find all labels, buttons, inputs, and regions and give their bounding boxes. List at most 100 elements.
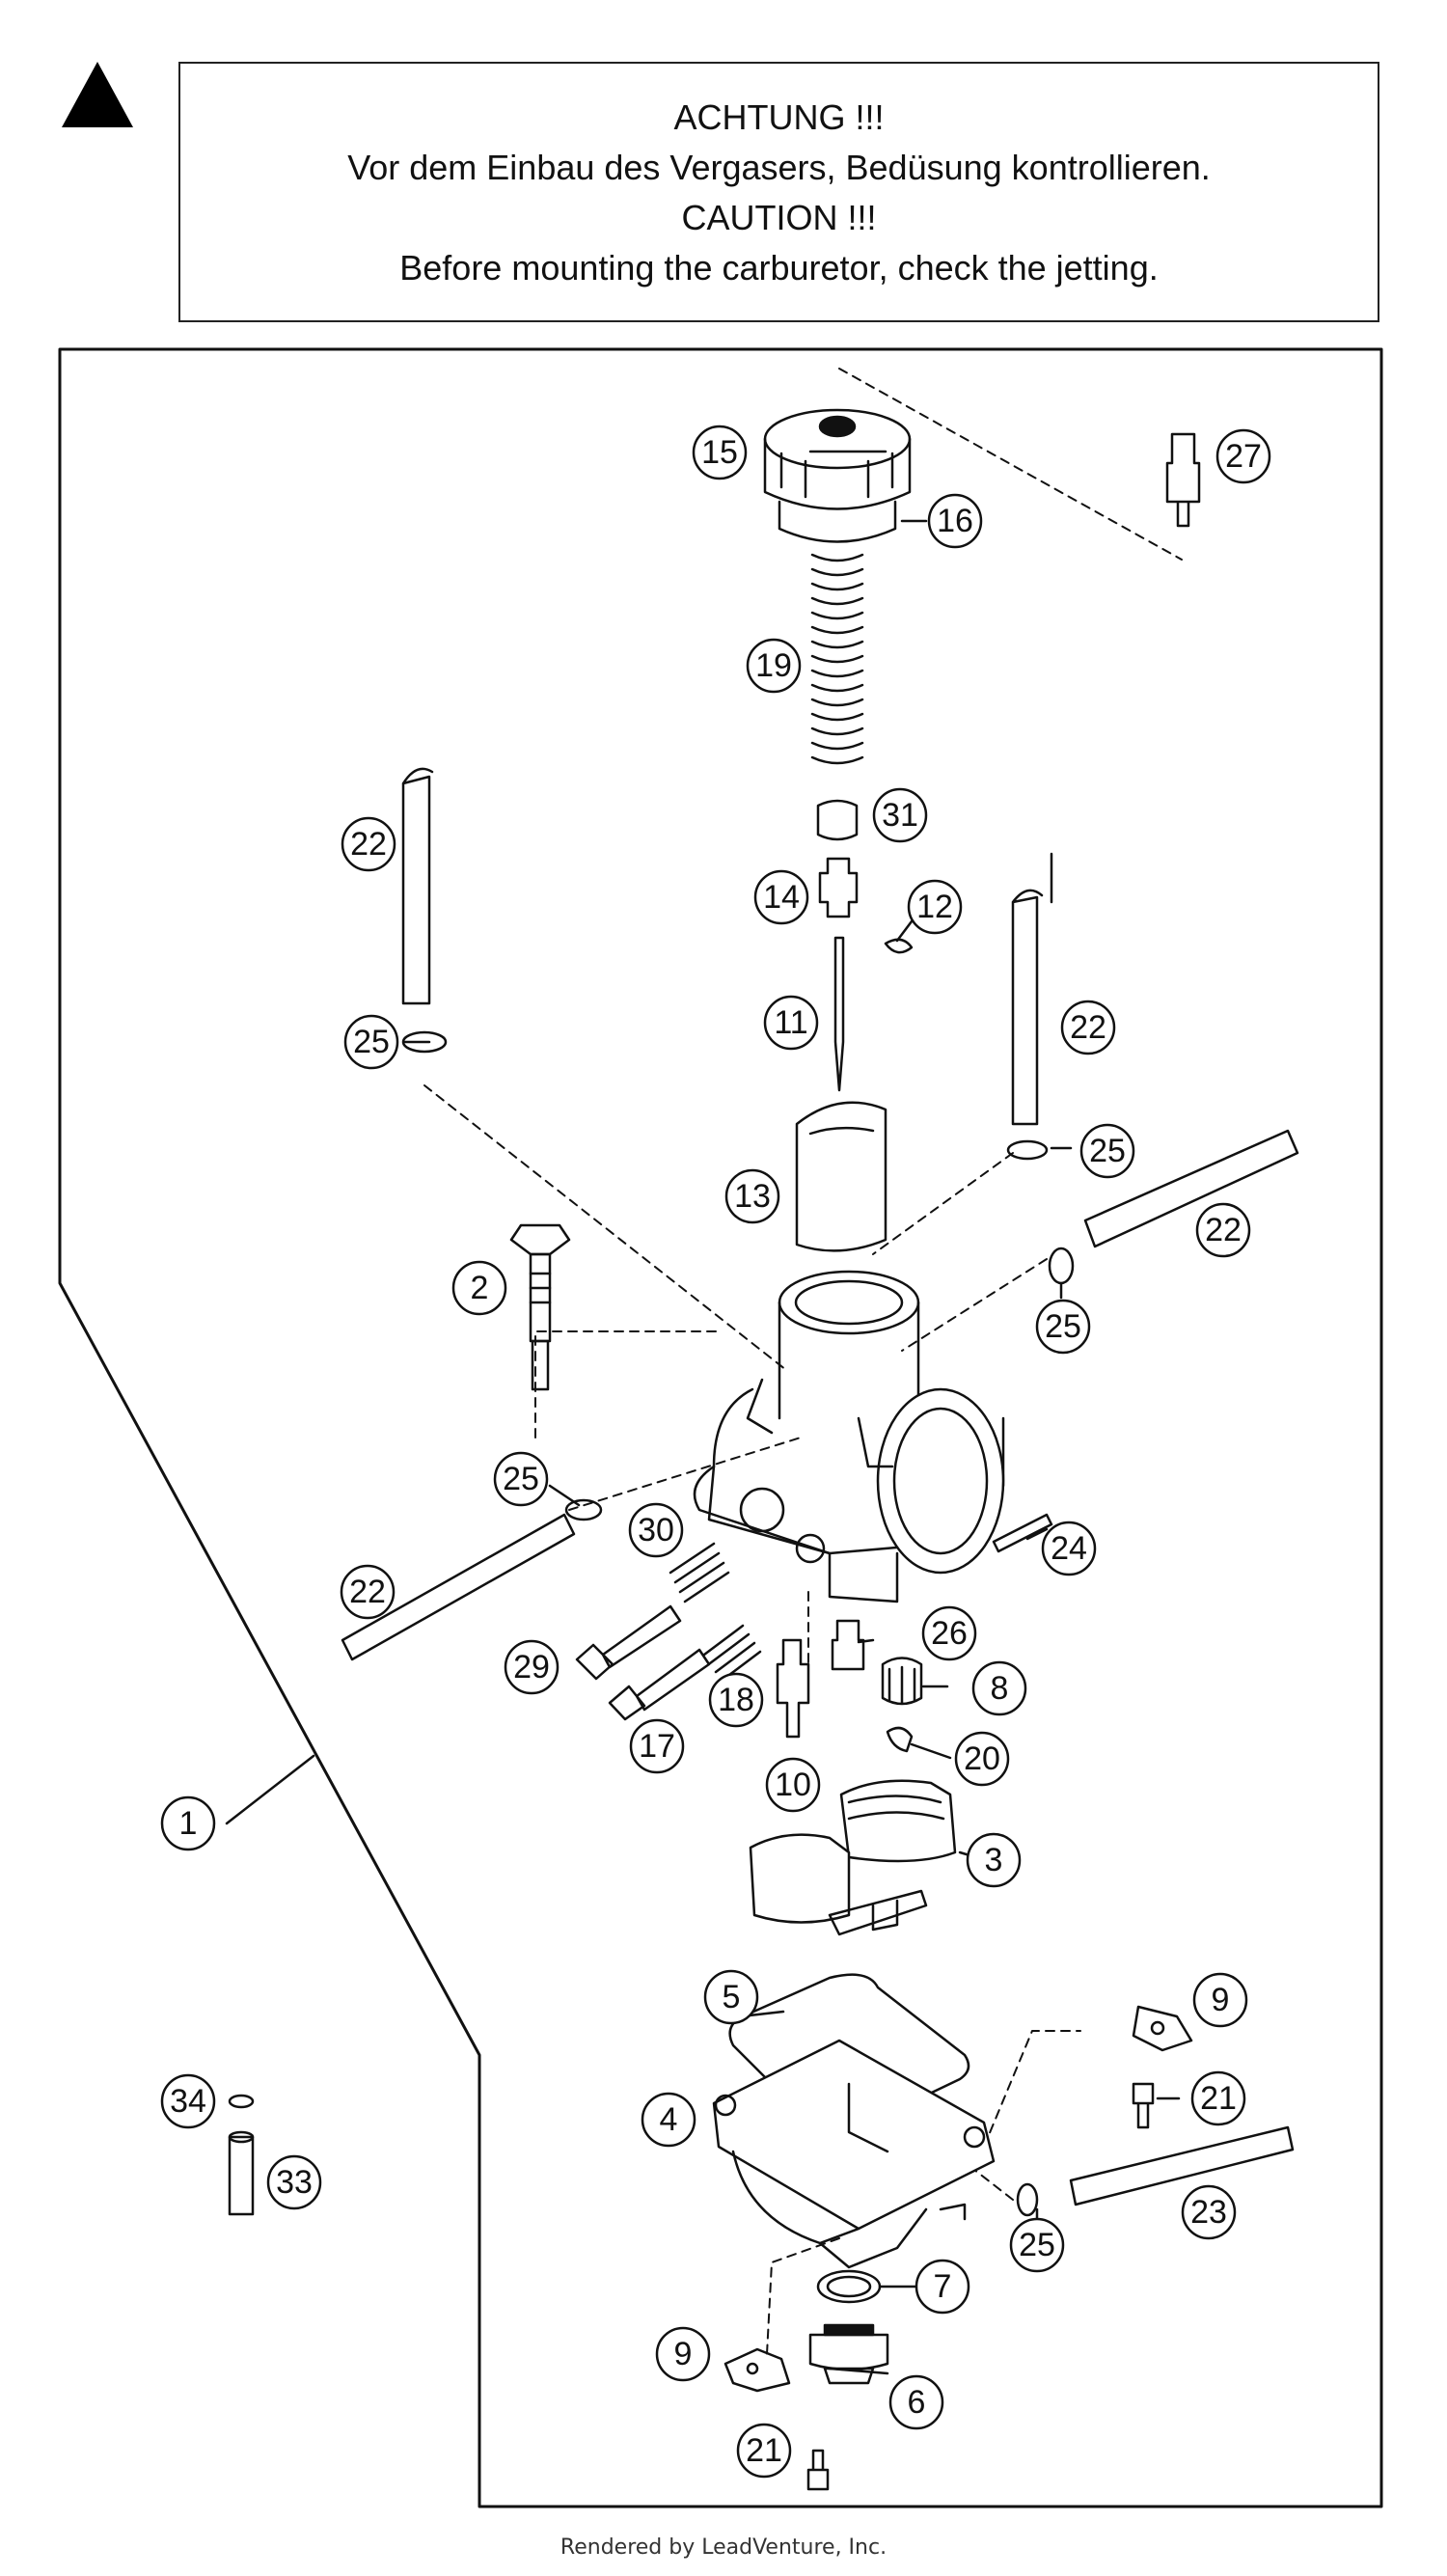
callout-29: 29: [504, 1639, 560, 1695]
svg-text:25: 25: [353, 1024, 390, 1060]
callout-25: 25: [1035, 1299, 1091, 1355]
footer-credit: Rendered by LeadVenture, Inc.: [560, 2535, 887, 2560]
callout-22: 22: [341, 816, 396, 872]
carburetor-body: [693, 1270, 1005, 1603]
needle-holder: [818, 857, 859, 918]
pilot-jet: [831, 1619, 865, 1671]
callout-30: 30: [628, 1502, 684, 1558]
callout-25: 25: [1009, 2217, 1065, 2273]
callout-27: 27: [1215, 428, 1271, 484]
svg-text:16: 16: [937, 503, 973, 539]
svg-text:19: 19: [755, 647, 792, 684]
svg-text:2: 2: [471, 1270, 489, 1306]
dowel-pin: [228, 2135, 255, 2216]
callout-18: 18: [708, 1672, 764, 1728]
hose-clamp: [401, 1030, 448, 1054]
needle-clip-retainer: [816, 799, 859, 841]
svg-text:22: 22: [349, 1574, 386, 1610]
throttle-slide: [795, 1101, 887, 1252]
callout-22: 22: [1060, 1000, 1116, 1055]
callout-33: 33: [266, 2154, 322, 2210]
vent-hose-side: [1083, 1129, 1299, 1248]
svg-text:9: 9: [674, 2336, 693, 2372]
callout-26: 26: [921, 1605, 977, 1661]
svg-text:25: 25: [1019, 2227, 1055, 2263]
callout-34: 34: [160, 2073, 216, 2129]
callout-12: 12: [907, 879, 963, 935]
svg-text:25: 25: [503, 1461, 539, 1497]
svg-text:7: 7: [934, 2268, 952, 2305]
callout-25: 25: [1079, 1123, 1135, 1179]
caution-box: ACHTUNG !!! Vor dem Einbau des Vergasers…: [178, 62, 1379, 322]
callout-21: 21: [736, 2423, 792, 2479]
svg-text:24: 24: [1051, 1530, 1087, 1567]
svg-text:3: 3: [985, 1842, 1003, 1878]
dowel-o-ring: [228, 2094, 255, 2109]
hose-clamp: [1016, 2182, 1039, 2217]
float: [749, 1779, 957, 1936]
callout-21: 21: [1190, 2070, 1246, 2126]
svg-text:6: 6: [908, 2384, 926, 2421]
float-bowl-gasket: [728, 1973, 970, 2138]
callout-9: 9: [655, 2326, 711, 2382]
callout-13: 13: [724, 1168, 780, 1224]
throttle-stop-screw: [575, 1604, 682, 1681]
idle-adjust-screw: [608, 1648, 711, 1721]
svg-text:21: 21: [746, 2432, 782, 2469]
vent-hose-left: [401, 767, 434, 1005]
callout-22: 22: [1195, 1202, 1251, 1258]
svg-text:1: 1: [179, 1805, 198, 1842]
svg-text:31: 31: [882, 797, 918, 834]
svg-text:15: 15: [701, 434, 738, 471]
callout-31: 31: [872, 787, 928, 843]
callout-24: 24: [1041, 1521, 1097, 1576]
svg-text:4: 4: [660, 2101, 678, 2138]
hose-clamp: [564, 1498, 603, 1521]
float-pin: [992, 1513, 1053, 1553]
hose-clamp: [1006, 1139, 1049, 1161]
callout-19: 19: [746, 638, 802, 694]
drain-plug: [808, 2323, 889, 2385]
callout-9: 9: [1192, 1972, 1248, 2028]
svg-text:12: 12: [916, 889, 953, 925]
idle-screw-spring: [702, 1624, 762, 1683]
svg-text:27: 27: [1225, 438, 1262, 475]
mixing-chamber-cap: [763, 408, 912, 543]
vent-hose-right: [1011, 889, 1044, 1126]
callout-20: 20: [954, 1731, 1010, 1787]
float-bowl: [712, 2039, 996, 2269]
bowl-retainer-plate: [724, 2347, 791, 2393]
bowl-retainer-plate: [1132, 2005, 1193, 2052]
caution-text-de: Vor dem Einbau des Vergasers, Bedüsung k…: [347, 148, 1211, 187]
jet-washer: [886, 1726, 914, 1753]
svg-text:22: 22: [1070, 1009, 1106, 1046]
svg-text:25: 25: [1089, 1133, 1126, 1169]
svg-text:29: 29: [513, 1649, 550, 1685]
svg-text:25: 25: [1045, 1308, 1081, 1345]
main-jet: [881, 1657, 923, 1706]
callout-15: 15: [692, 425, 748, 480]
svg-text:33: 33: [276, 2164, 313, 2201]
callout-7: 7: [915, 2259, 970, 2315]
svg-text:5: 5: [723, 1979, 741, 2015]
callout-23: 23: [1181, 2184, 1237, 2240]
vent-hose-bottom-left: [341, 1513, 576, 1661]
svg-text:17: 17: [639, 1728, 675, 1765]
callout-2: 2: [451, 1260, 507, 1316]
svg-text:14: 14: [763, 879, 800, 916]
callout-16: 16: [927, 493, 983, 549]
svg-text:30: 30: [638, 1512, 674, 1548]
svg-text:23: 23: [1190, 2194, 1227, 2231]
svg-text:11: 11: [774, 1004, 807, 1041]
callout-25: 25: [493, 1451, 549, 1507]
jet-needle: [833, 936, 845, 1092]
bowl-screw: [1132, 2082, 1155, 2129]
callout-3: 3: [966, 1832, 1022, 1888]
throttle-valve-spring: [810, 553, 864, 765]
callout-1: 1: [160, 1795, 216, 1851]
callout-14: 14: [753, 869, 809, 925]
assembly-frame: [58, 347, 1383, 2508]
caution-heading-en: CAUTION !!!: [681, 198, 877, 237]
callout-11: 11: [763, 995, 819, 1051]
